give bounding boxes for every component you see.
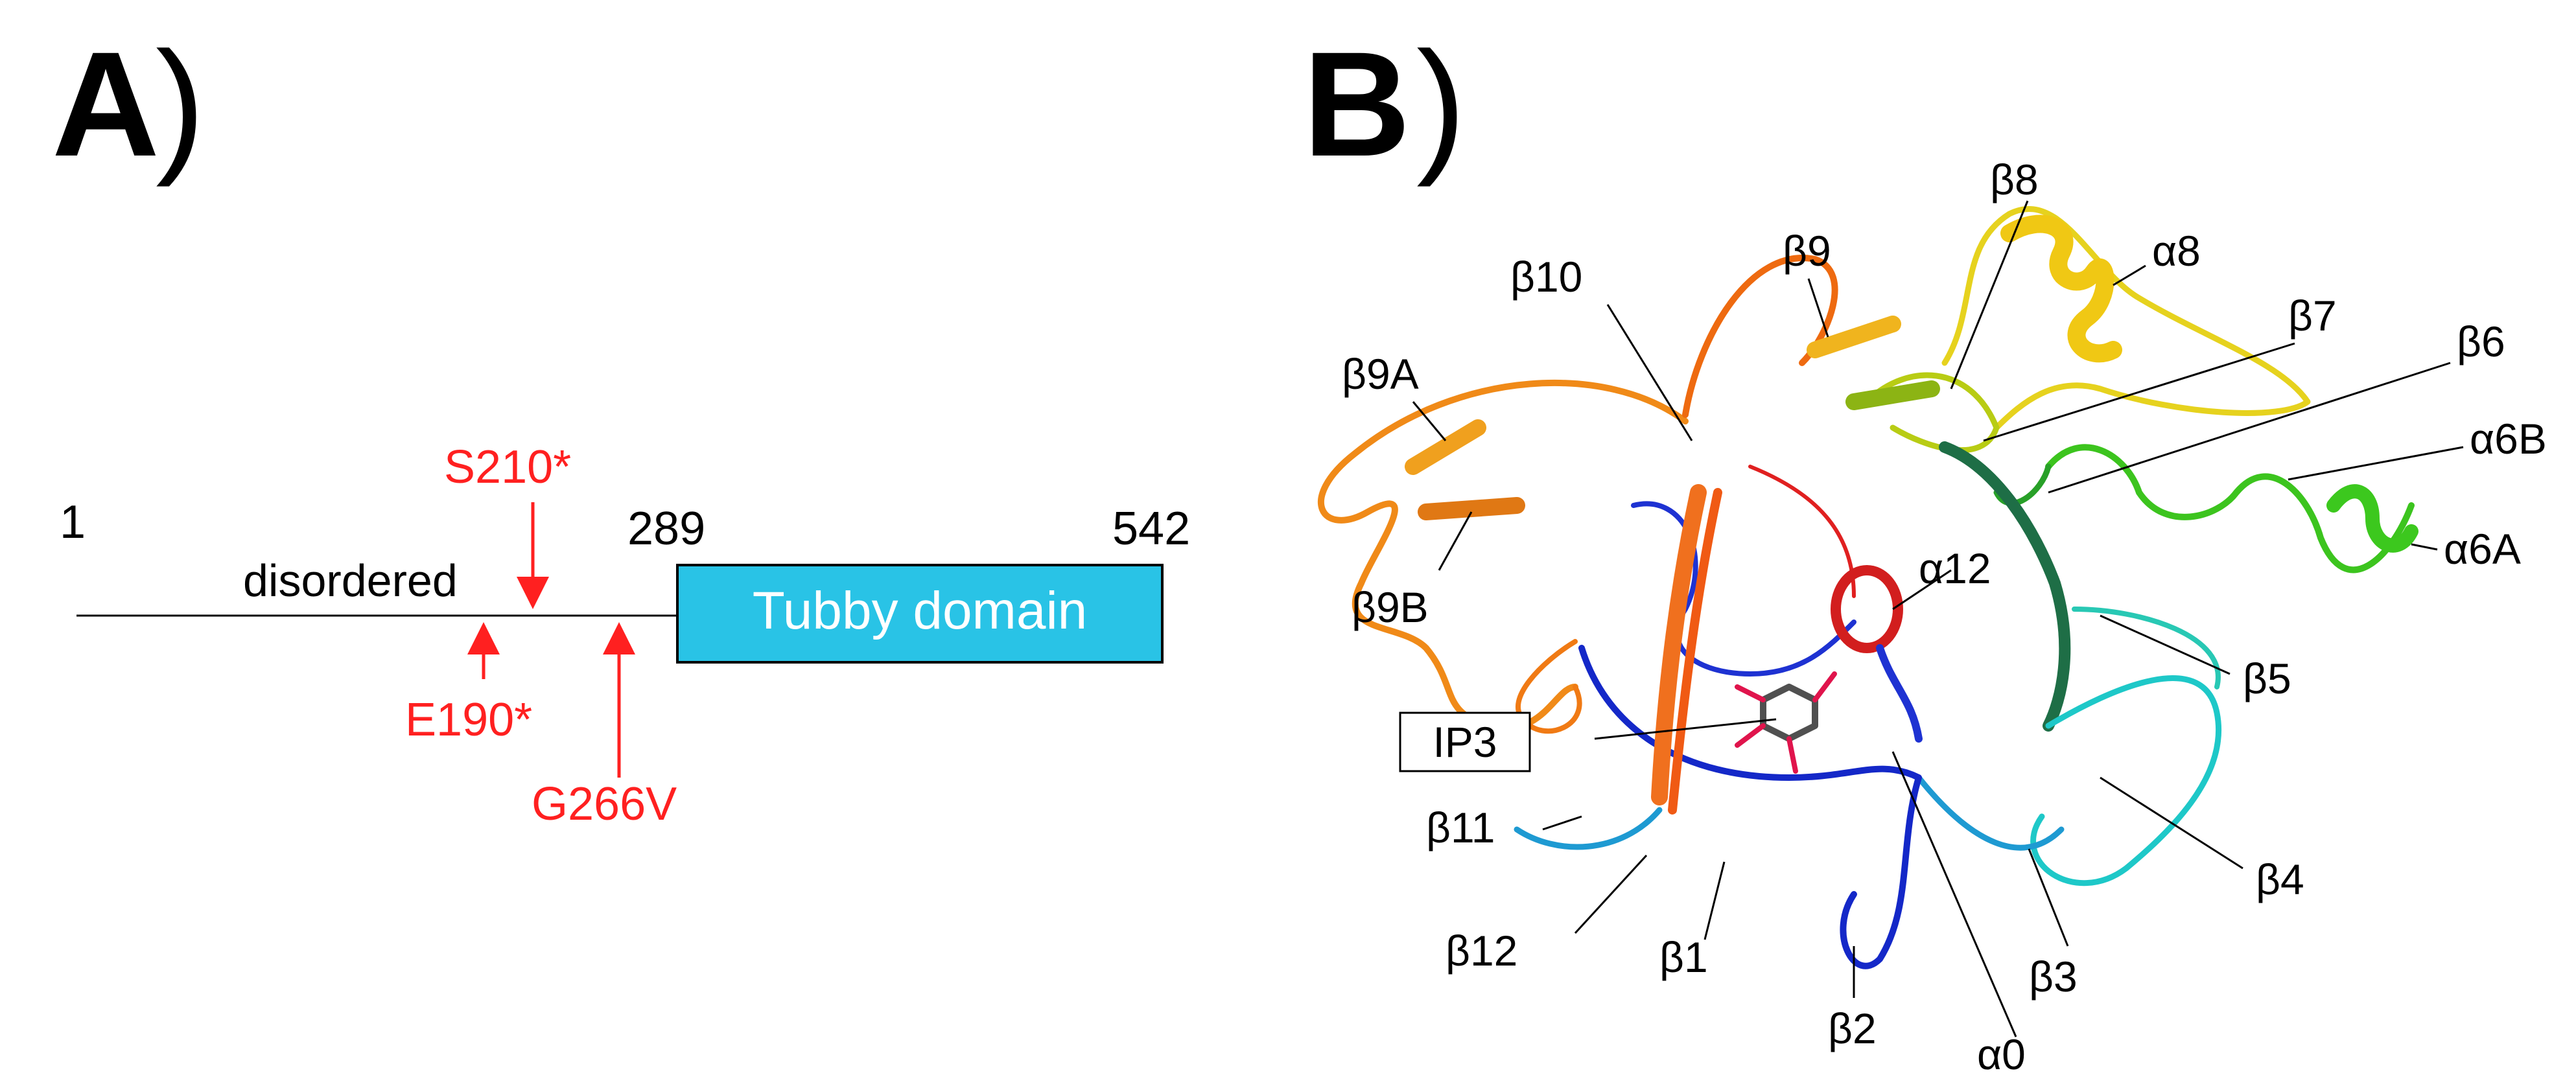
label-beta1: β1: [1659, 933, 1708, 981]
label-beta10: β10: [1510, 253, 1582, 301]
position-end: 542: [1112, 503, 1190, 555]
label-beta3: β3: [2029, 953, 2078, 1001]
label-leader-lines: [1412, 200, 2464, 1037]
label-alpha0: α0: [1977, 1030, 2026, 1078]
label-beta6: β6: [2457, 318, 2505, 365]
label-beta2: β2: [1828, 1004, 1877, 1052]
label-beta12: β12: [1446, 927, 1517, 975]
mutation-e190-label: E190*: [405, 694, 532, 746]
label-beta9b: β9B: [1352, 583, 1429, 631]
label-alpha12: α12: [1919, 544, 1991, 592]
panel-b-label: B: [1303, 21, 1411, 187]
panel-b-paren: ): [1416, 21, 1466, 187]
label-beta7: β7: [2288, 292, 2337, 340]
protein-structure-ribbon: [1317, 206, 2418, 969]
label-beta9a: β9A: [1342, 350, 1419, 398]
panel-a: A ) 1 289 542 disordered Tubby domain S2…: [52, 21, 1190, 830]
label-alpha6a: α6A: [2444, 525, 2521, 573]
label-beta9: β9: [1783, 227, 1831, 275]
ip3-label: IP3: [1433, 718, 1497, 766]
label-beta11: β11: [1426, 804, 1495, 851]
disordered-label: disordered: [243, 555, 458, 606]
structure-labels: β8 α8 β9 β10 β7 β6 β9A α6B α6A β9B α12 β…: [1342, 156, 2547, 1078]
tubby-domain-box: [676, 564, 1164, 664]
panel-a-label: A: [52, 21, 159, 187]
label-beta8: β8: [1990, 156, 2039, 203]
mutation-s210-label: S210*: [444, 441, 571, 493]
label-alpha8: α8: [2152, 227, 2201, 275]
tubby-domain-label: Tubby domain: [753, 581, 1088, 640]
panel-b: B ): [1303, 21, 2547, 1078]
ip3-label-box: [1399, 712, 1531, 772]
position-domain-start: 289: [627, 503, 705, 555]
panel-a-paren: ): [156, 21, 205, 187]
mutation-g266v-label: G266V: [532, 778, 677, 830]
label-beta5: β5: [2243, 654, 2291, 702]
label-alpha6b: α6B: [2470, 415, 2547, 463]
position-start: 1: [60, 496, 86, 548]
label-beta4: β4: [2256, 855, 2304, 903]
